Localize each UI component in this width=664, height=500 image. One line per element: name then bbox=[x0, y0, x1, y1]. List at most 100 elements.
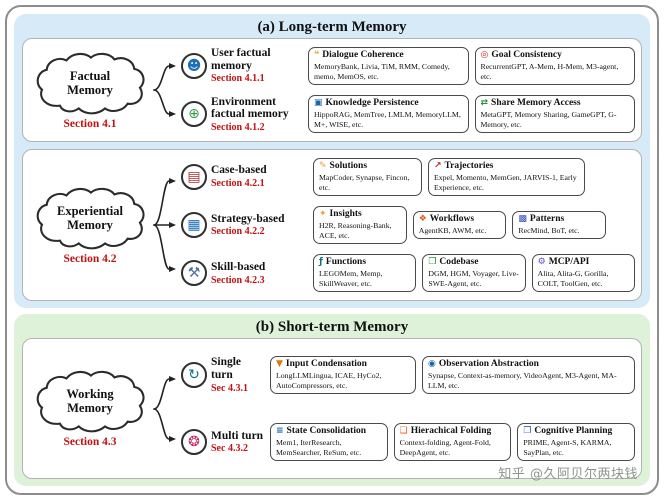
box-methods: RecMind, BoT, etc. bbox=[518, 225, 580, 235]
box-title: Knowledge Persistence bbox=[325, 98, 419, 109]
watermark: 知乎 @久阿贝尔两块钱 bbox=[498, 467, 638, 482]
branch-section: Section 4.1.2 bbox=[211, 121, 265, 133]
method-box-goal-consistency: ◎Goal Consistency RecurrentGPT, A-Mem, H… bbox=[474, 46, 635, 85]
box-title: Input Condensation bbox=[285, 358, 367, 369]
branch-section: Sec 4.3.1 bbox=[211, 382, 248, 394]
branch-head: ▤ Case-based Section 4.2.1 bbox=[181, 163, 308, 190]
box-methods: Synapse, Context-as-memory, VideoAgent, … bbox=[428, 370, 617, 390]
box-methods: DGM, HGM, Voyager, Live-SWE-Agent, etc. bbox=[428, 269, 519, 289]
box-methods: Context-folding, Agent-Fold, DeepAgent, … bbox=[399, 437, 491, 457]
arrow-lines-icon bbox=[153, 63, 176, 117]
method-box-solutions: ✎Solutions MapCoder, Synapse, Fincon, et… bbox=[313, 157, 422, 196]
pattern-icon: ▩ bbox=[518, 213, 527, 224]
box-title: Hierachical Folding bbox=[410, 425, 492, 436]
folder-icon: ❏ bbox=[399, 425, 408, 436]
box-title: State Consolidation bbox=[286, 425, 366, 436]
cloud-outline-icon bbox=[36, 52, 145, 114]
box-title: MCP/API bbox=[548, 257, 590, 268]
codebase-icon: ❒ bbox=[428, 257, 437, 268]
method-box-observation-abstraction: ◉Observation Abstraction Synapse, Contex… bbox=[422, 355, 635, 395]
function-icon: ƒ bbox=[319, 257, 323, 268]
arrow-lines-icon bbox=[153, 375, 176, 442]
method-boxes: ❝Dialogue Coherence MemoryBank, Livia, T… bbox=[308, 46, 635, 85]
branch-case-based: ▤ Case-based Section 4.2.1 ✎Solutions Ma… bbox=[181, 154, 635, 199]
branch-label: Skill-based bbox=[211, 260, 266, 273]
branch-strategy-based: ▦ Strategy-based Section 4.2.2 ✦Insights… bbox=[181, 202, 635, 247]
branch-arrows bbox=[153, 342, 179, 475]
branch-arrows bbox=[153, 153, 179, 297]
cloud-label: Experiential Memory bbox=[57, 203, 123, 232]
method-boxes: ✎Solutions MapCoder, Synapse, Fincon, et… bbox=[313, 157, 635, 196]
factual-branches: ☻ User factual memory Section 4.1.1 ❝Dia… bbox=[181, 42, 635, 138]
branch-label: Multi turn bbox=[211, 429, 264, 442]
tools-icon: ⚒ bbox=[181, 260, 207, 287]
box-title: Solutions bbox=[329, 160, 368, 171]
box-methods: Alita, Alita-G, Gorilla, COLT, ToolGen, … bbox=[537, 269, 609, 289]
method-box-patterns: ▩Patterns RecMind, BoT, etc. bbox=[512, 210, 607, 240]
branch-head: ▦ Strategy-based Section 4.2.2 bbox=[181, 211, 308, 238]
cloud-outline-icon bbox=[36, 187, 145, 249]
arrow-lines-icon bbox=[153, 178, 176, 272]
branch-multi-turn: ❂ Multi turn Sec 4.3.2 ≡State Consolidat… bbox=[181, 410, 636, 474]
box-methods: RecurrentGPT, A-Mem, H-Mem, M3-agent, et… bbox=[480, 61, 619, 81]
branch-section: Section 4.1.1 bbox=[211, 73, 265, 85]
color-wheel-icon: ❂ bbox=[181, 429, 207, 455]
trajectory-icon: ↗ bbox=[433, 160, 442, 171]
working-memory-panel: Working Memory Section 4.3 ↻ Single turn… bbox=[22, 338, 642, 479]
branch-label: Single turn bbox=[211, 356, 242, 381]
box-title: Observation Abstraction bbox=[438, 358, 539, 369]
box-methods: LEGOMem, Memp, SkillWeaver, etc. bbox=[319, 269, 383, 289]
method-box-share-memory-access: ⇄Share Memory Access MetaGPT, Memory Sha… bbox=[474, 95, 635, 134]
branch-single-turn: ↻ Single turn Sec 4.3.1 ▼Input Condensat… bbox=[181, 343, 635, 407]
method-boxes: ≡State Consolidation Mem1, IterResearch,… bbox=[270, 422, 636, 462]
box-title: Functions bbox=[325, 257, 367, 268]
box-methods: MetaGPT, Memory Sharing, GameGPT, G-Memo… bbox=[480, 110, 617, 130]
box-methods: H2R, Reasoning-Bank, ACE, etc. bbox=[319, 220, 392, 240]
box-methods: HippoRAG, MemTree, LMLM, MemoryLLM, M+, … bbox=[314, 110, 461, 130]
working-branches: ↻ Single turn Sec 4.3.1 ▼Input Condensat… bbox=[181, 342, 636, 475]
cloud-shape: Factual Memory bbox=[31, 51, 149, 115]
branch-section: Section 4.2.1 bbox=[211, 177, 265, 189]
branch-section: Section 4.2.3 bbox=[211, 274, 265, 286]
users-icon: ☻ bbox=[181, 52, 207, 79]
box-title: Workflows bbox=[429, 213, 475, 224]
method-boxes: ✦Insights H2R, Reasoning-Bank, ACE, etc.… bbox=[313, 205, 635, 245]
chart-icon: ▦ bbox=[181, 211, 207, 238]
box-title: Dialogue Coherence bbox=[322, 49, 404, 60]
section-label: Section 4.3 bbox=[63, 436, 117, 448]
method-box-cognitive-planning: ❐Cognitive Planning PRIME, Agent-S, KARM… bbox=[517, 422, 636, 462]
factual-memory-panel: Factual Memory Section 4.1 ☻ User factua… bbox=[22, 38, 642, 142]
box-title: Patterns bbox=[529, 213, 565, 224]
long-term-memory-section: (a) Long-term Memory Factual Memory Sect… bbox=[14, 14, 650, 308]
branch-head: ⊕ Environment factual memory Section 4.1… bbox=[181, 96, 303, 133]
branch-environment-factual: ⊕ Environment factual memory Section 4.1… bbox=[181, 92, 635, 138]
cloud-label: Factual Memory bbox=[67, 68, 113, 97]
figure-frame: (a) Long-term Memory Factual Memory Sect… bbox=[5, 5, 659, 495]
section-label: Section 4.1 bbox=[63, 117, 117, 130]
box-title: Insights bbox=[329, 208, 362, 219]
database-icon: ▣ bbox=[314, 98, 323, 109]
method-box-codebase: ❒Codebase DGM, HGM, Voyager, Live-SWE-Ag… bbox=[422, 254, 526, 293]
workflow-icon: ❖ bbox=[418, 213, 427, 224]
method-boxes: ▼Input Condensation LongLLMLingua, ICAE,… bbox=[270, 355, 635, 395]
eye-icon: ◉ bbox=[428, 358, 436, 369]
method-box-state-consolidation: ≡State Consolidation Mem1, IterResearch,… bbox=[270, 422, 388, 462]
branch-label: Case-based bbox=[211, 164, 267, 177]
method-box-insights: ✦Insights H2R, Reasoning-Bank, ACE, etc. bbox=[313, 205, 407, 245]
box-methods: Mem1, IterResearch, MemSearcher, ReSum, … bbox=[276, 437, 362, 457]
branch-label: Strategy-based bbox=[211, 212, 285, 225]
experiential-memory-panel: Experiential Memory Section 4.2 ▤ Case-b… bbox=[22, 149, 642, 301]
factual-memory-node: Factual Memory Section 4.1 bbox=[29, 42, 151, 138]
refresh-icon: ↻ bbox=[181, 362, 207, 388]
branch-section: Sec 4.3.2 bbox=[211, 443, 248, 455]
globe-icon: ⊕ bbox=[181, 101, 207, 128]
list-icon: ≡ bbox=[276, 425, 284, 436]
box-title: Codebase bbox=[439, 257, 479, 268]
box-methods: AgentKB, AWM, etc. bbox=[418, 225, 487, 235]
branch-user-factual: ☻ User factual memory Section 4.1.1 ❝Dia… bbox=[181, 43, 635, 89]
method-boxes: ▣Knowledge Persistence HippoRAG, MemTree… bbox=[308, 95, 635, 134]
branch-head: ❂ Multi turn Sec 4.3.2 bbox=[181, 429, 265, 455]
